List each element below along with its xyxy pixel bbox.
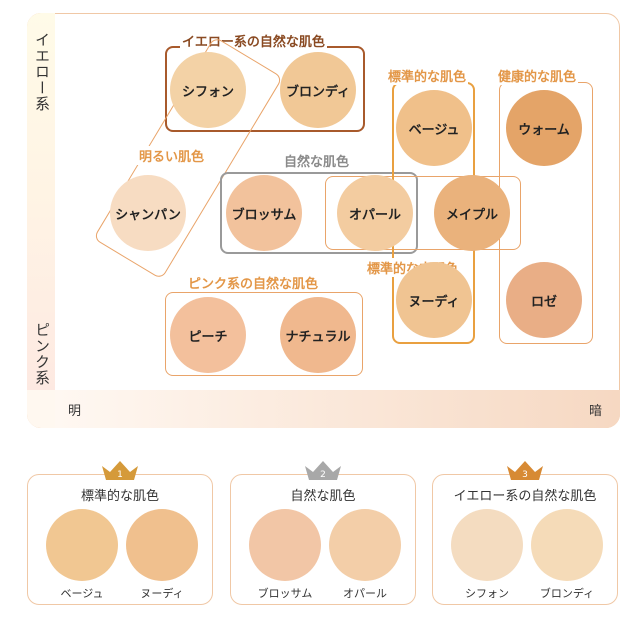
shade-chiffon-label: シフォン: [181, 84, 234, 100]
group-yellow-natural-title: イエロー系の自然な肌色: [180, 31, 327, 50]
ranking-card-3-right-swatch: [531, 509, 603, 581]
shade-nude[interactable]: ヌーディ: [396, 262, 472, 338]
ranking-card-3-left-label: シフォン: [465, 587, 509, 600]
group-natural-frame: [220, 172, 418, 254]
group-healthy-title: 健康的な肌色: [496, 66, 579, 85]
shade-maple-label: メイプル: [445, 207, 498, 223]
ranking-card-3[interactable]: イエロー系の自然な肌色 シフォン ブロンディ: [432, 474, 618, 605]
group-natural-title: 自然な肌色: [282, 151, 352, 170]
group-pink-natural-title: ピンク系の自然な肌色: [186, 273, 321, 292]
dark-axis-label: 暗: [589, 404, 603, 419]
shade-maple[interactable]: メイプル: [434, 175, 510, 251]
ranking-card-2-right-swatch: [329, 509, 401, 581]
light-axis-label: 明: [68, 404, 82, 419]
group-pink-natural-frame: [165, 292, 363, 376]
yellow-axis-label: イエロー系: [33, 32, 51, 112]
ranking-card-2-left-label: ブロッサム: [257, 587, 313, 600]
ranking-card-1-left-swatch: [46, 509, 118, 581]
gold-crown-rank: 1: [117, 470, 123, 480]
shade-warm[interactable]: ウォーム: [506, 90, 582, 166]
ranking-card-1[interactable]: 標準的な肌色 ベージュ ヌーディ: [27, 474, 213, 605]
shade-opal[interactable]: オパール: [337, 175, 413, 251]
shade-opal-label: オパール: [348, 207, 401, 223]
shade-warm-label: ウォーム: [518, 122, 570, 138]
shade-chiffon[interactable]: シフォン: [170, 52, 246, 128]
ranking-card-2-right-label: オパール: [343, 587, 387, 600]
shade-peach[interactable]: ピーチ: [170, 297, 246, 373]
silver-crown-rank: 2: [320, 470, 326, 480]
shade-champagne-label: シャンパン: [115, 207, 181, 223]
shade-champagne[interactable]: シャンパン: [110, 175, 186, 251]
ranking-card-2[interactable]: 自然な肌色 ブロッサム オパール: [230, 474, 416, 605]
shade-beige[interactable]: ベージュ: [396, 90, 472, 166]
shade-blossom-label: ブロッサム: [231, 207, 297, 223]
group-standard-title: 標準的な肌色: [386, 66, 469, 85]
shade-blossom[interactable]: ブロッサム: [226, 175, 302, 251]
shade-natural-label: ナチュラル: [285, 329, 351, 345]
yellow-pink-axis: [27, 13, 55, 410]
ranking-card-3-left-swatch: [451, 509, 523, 581]
pink-axis-label: ピンク系: [33, 322, 51, 386]
shade-rose[interactable]: ロゼ: [506, 262, 582, 338]
group-bright-title: 明るい肌色: [137, 146, 207, 165]
shade-peach-label: ピーチ: [188, 329, 228, 345]
ranking-card-1-title: 標準的な肌色: [80, 489, 159, 504]
shade-blonde[interactable]: ブロンディ: [280, 52, 356, 128]
shade-beige-label: ベージュ: [408, 122, 460, 138]
shade-natural[interactable]: ナチュラル: [280, 297, 356, 373]
shade-rose-label: ロゼ: [530, 294, 557, 310]
gold-crown-icon: 1: [102, 461, 138, 480]
ranking-card-2-left-swatch: [249, 509, 321, 581]
light-dark-axis: [55, 390, 620, 428]
bronze-crown-icon: 3: [507, 461, 543, 480]
ranking-card-2-title: 自然な肌色: [290, 489, 356, 504]
axis-corner: [27, 390, 55, 428]
ranking-card-3-title: イエロー系の自然な肌色: [453, 489, 597, 504]
ranking-card-1-left-label: ベージュ: [60, 587, 104, 600]
shade-nude-label: ヌーディ: [408, 294, 460, 310]
ranking-card-1-right-label: ヌーディ: [140, 587, 184, 600]
group-standard-middle-frame: [325, 176, 521, 250]
ranking-card-3-right-label: ブロンディ: [539, 587, 595, 600]
shade-blonde-label: ブロンディ: [285, 84, 351, 100]
silver-crown-icon: 2: [305, 461, 341, 480]
ranking-card-1-right-swatch: [126, 509, 198, 581]
bronze-crown-rank: 3: [522, 470, 528, 480]
